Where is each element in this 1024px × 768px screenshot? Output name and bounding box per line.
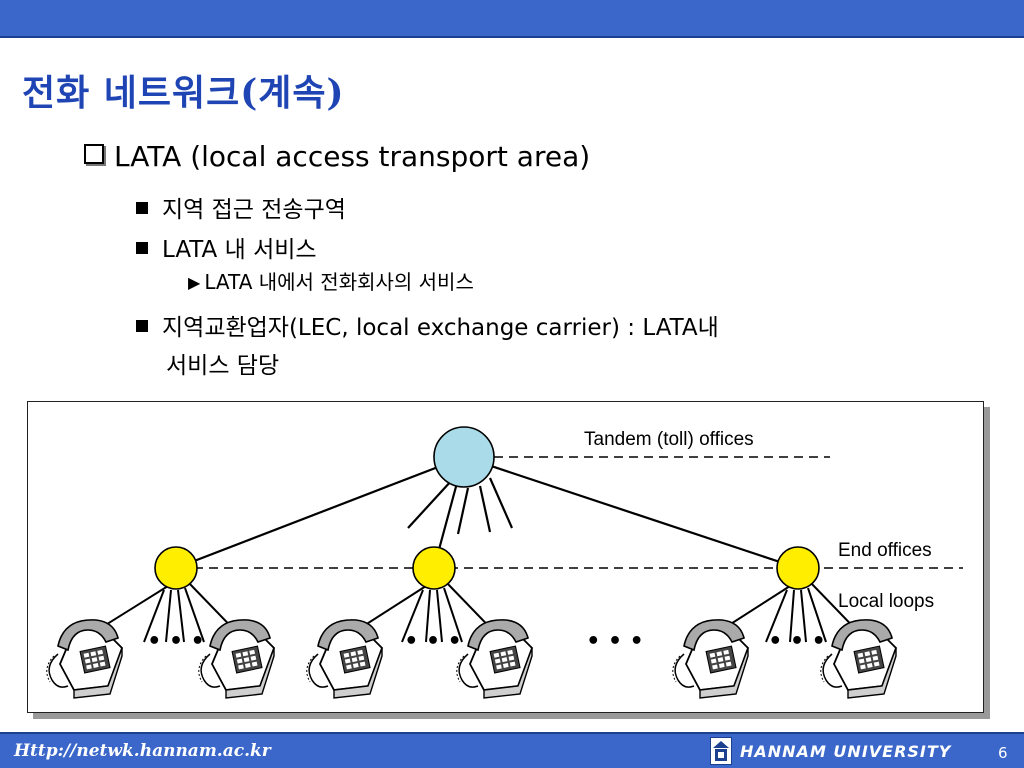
sub-bullet-lec-continuation: 서비스 담당 bbox=[166, 353, 280, 379]
phones-ellipsis: • • • bbox=[147, 629, 205, 654]
square-bullet-icon bbox=[136, 242, 148, 254]
local-loop bbox=[401, 589, 424, 643]
checkbox-bullet-icon bbox=[84, 144, 104, 164]
bullet-lata: LATA (local access transport area) bbox=[84, 140, 590, 173]
sub-sub-bullet-text: LATA 내에서 전화회사의 서비스 bbox=[204, 270, 474, 294]
local-loop bbox=[165, 589, 172, 643]
footer-bar bbox=[0, 734, 1024, 768]
local-loop bbox=[184, 587, 205, 643]
slide-title: 전화 네트워크(계속) bbox=[22, 72, 345, 114]
footer-url: Http://netwk.hannam.ac.kr bbox=[14, 741, 271, 761]
sub-bullet-lec: 지역교환업자(LEC, local exchange carrier) : LA… bbox=[136, 308, 719, 342]
sub-bullet-area-text: 지역 접근 전송구역 bbox=[162, 197, 346, 223]
link-tandem-left bbox=[175, 455, 465, 570]
level-divider-lines bbox=[194, 456, 963, 569]
sub-bullet-lec-text: 지역교환업자(LEC, local exchange carrier) : LA… bbox=[162, 315, 719, 341]
footer-university-name: HANNAM UNIVERSITY bbox=[740, 742, 952, 761]
local-loop bbox=[807, 587, 827, 643]
triangle-bullet-icon: ▶ bbox=[188, 273, 201, 292]
page-number: 6 bbox=[998, 744, 1008, 762]
university-logo-icon bbox=[710, 737, 732, 765]
sub-bullet-service-text: LATA 내 서비스 bbox=[162, 237, 317, 263]
tandem-stub bbox=[478, 485, 492, 533]
local-loop bbox=[789, 589, 795, 643]
telephone-network-diagram: • • • • • • • • • • • • Tandem (toll) of… bbox=[27, 401, 984, 713]
local-loop bbox=[177, 589, 185, 643]
telephone-icon bbox=[197, 618, 275, 699]
local-loop bbox=[425, 589, 431, 643]
local-loop bbox=[765, 589, 788, 643]
local-loop bbox=[443, 587, 463, 643]
square-bullet-icon bbox=[136, 320, 148, 332]
local-loops-label: Local loops bbox=[838, 591, 934, 612]
end-offices-label: End offices bbox=[838, 540, 932, 561]
end-office-node-right bbox=[776, 546, 820, 590]
sub-bullet-service: LATA 내 서비스 bbox=[136, 230, 317, 264]
sub-bullet-area: 지역 접근 전송구역 bbox=[136, 190, 346, 224]
diagram-svg: • • • • • • • • • • • • Tandem (toll) of… bbox=[45, 426, 963, 699]
telephone-icon bbox=[45, 618, 123, 699]
header-divider bbox=[0, 36, 1024, 38]
tandem-stub bbox=[407, 479, 453, 529]
local-loop bbox=[143, 589, 165, 643]
tandem-stub bbox=[456, 487, 470, 535]
telephone-icon bbox=[455, 618, 533, 699]
local-loop bbox=[800, 589, 807, 643]
offices-ellipsis: • • • bbox=[586, 629, 644, 654]
end-office-node-left bbox=[154, 546, 198, 590]
local-loop bbox=[436, 589, 443, 643]
square-bullet-icon bbox=[136, 202, 148, 214]
header-bar bbox=[0, 0, 1024, 36]
tandem-office-node bbox=[433, 426, 495, 488]
bullet-lata-text: LATA (local access transport area) bbox=[114, 140, 591, 173]
tandem-offices-label: Tandem (toll) offices bbox=[584, 429, 754, 450]
telephone-icon bbox=[671, 618, 749, 699]
tandem-stub bbox=[488, 477, 514, 529]
telephone-icon bbox=[305, 618, 383, 699]
link-tandem-right bbox=[463, 455, 799, 570]
sub-sub-bullet: ▶LATA 내에서 전화회사의 서비스 bbox=[188, 266, 474, 295]
phones-ellipsis: • • • bbox=[768, 629, 826, 654]
telephone-icon bbox=[819, 618, 897, 699]
footer-divider bbox=[0, 732, 1024, 734]
end-office-node-center bbox=[412, 546, 456, 590]
phones-ellipsis: • • • bbox=[404, 629, 462, 654]
